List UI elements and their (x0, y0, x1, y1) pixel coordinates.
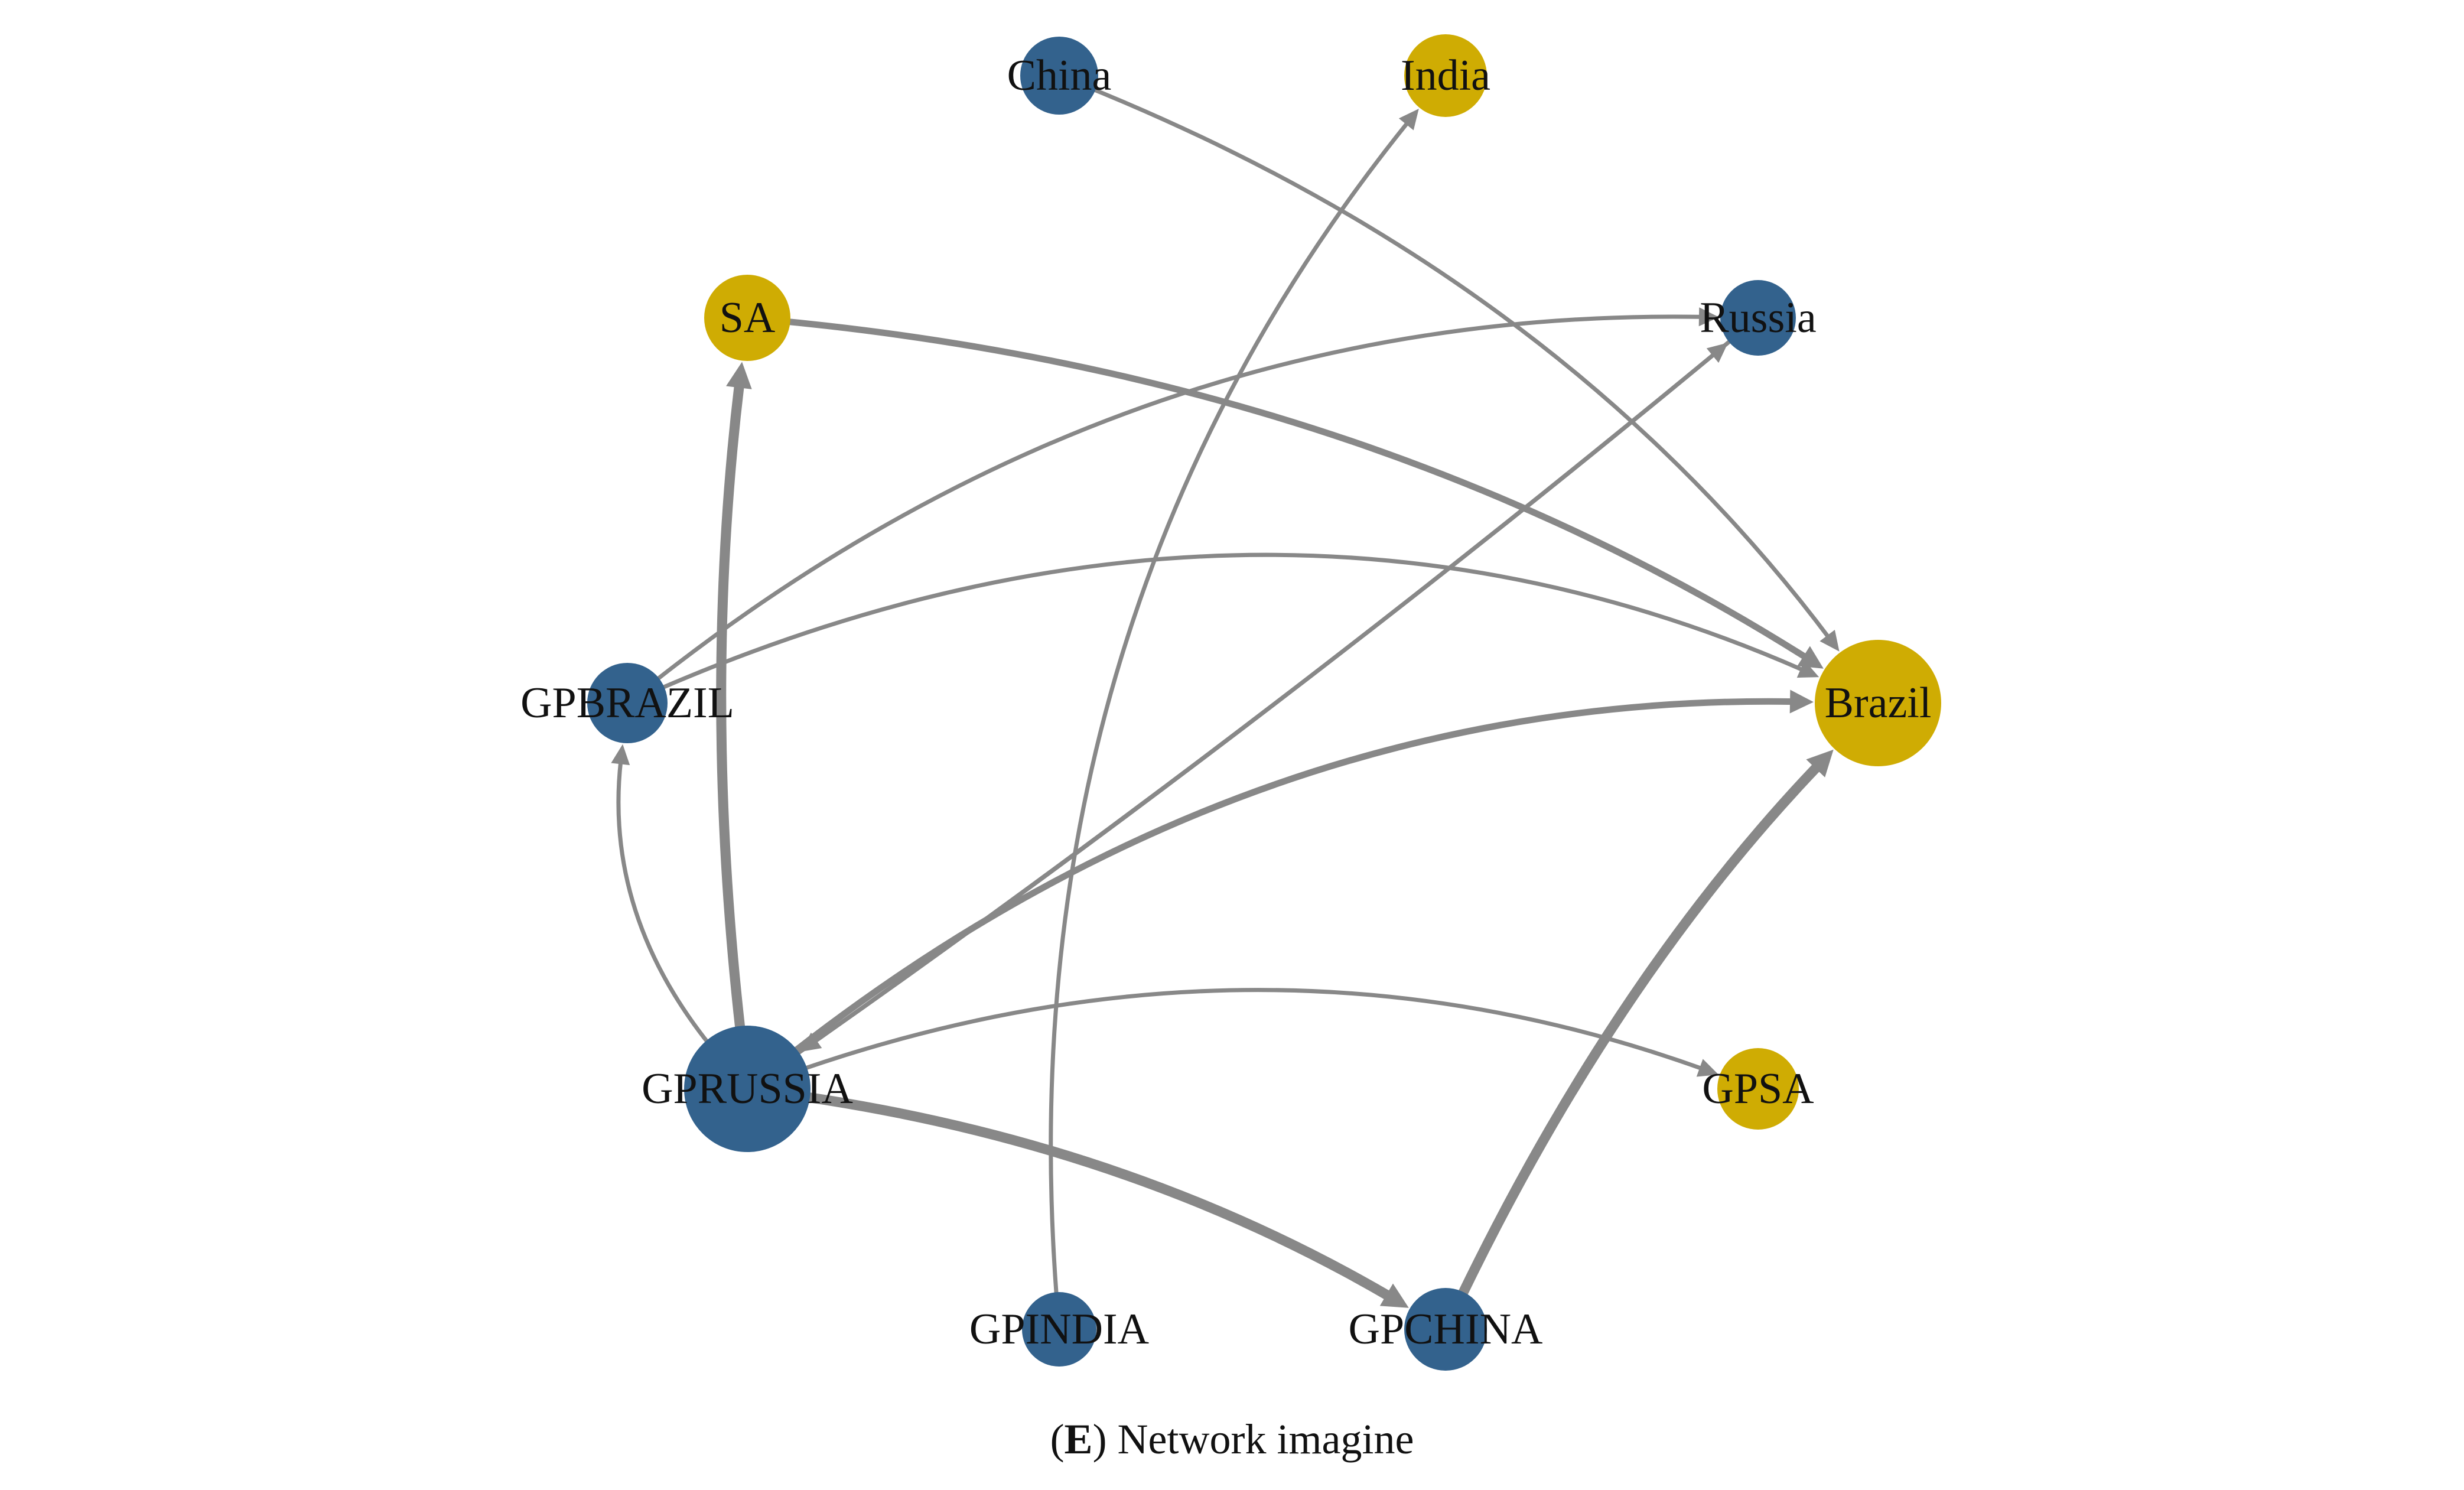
node-label: GPSA (1702, 1065, 1814, 1113)
node-brazil: Brazil (1815, 640, 1941, 766)
edge-arrowhead (1379, 1283, 1409, 1308)
figure-caption: (E) Network imagine (0, 1415, 2464, 1464)
edge-china-to-brazil (1077, 82, 1840, 652)
node-circle (684, 1026, 811, 1152)
edge-gprussia-to-gpchina (776, 1088, 1409, 1308)
node-label: India (1401, 51, 1490, 100)
caption-panel-letter: E (1064, 1416, 1093, 1463)
caption-text: ) Network imagine (1092, 1416, 1414, 1463)
edge-arrowhead (611, 744, 630, 766)
edge-gpchina-to-brazil (1450, 749, 1834, 1314)
edge-line (777, 988, 1706, 1079)
edge-gpindia-to-india (1049, 109, 1419, 1311)
edge-arrowhead (1398, 109, 1419, 131)
edge-gprussia-to-gpbrazil (611, 744, 727, 1065)
edge-gprussia-to-sa (716, 362, 752, 1060)
node-gpsa: GPSA (1702, 1048, 1814, 1130)
edge-arrowhead (1789, 689, 1814, 714)
caption-open-paren: ( (1050, 1416, 1065, 1463)
edge-line (811, 328, 1744, 1045)
node-circle (587, 663, 668, 743)
edge-line (776, 1088, 1396, 1303)
node-circle (1717, 1048, 1799, 1130)
edge-line (1450, 759, 1824, 1314)
node-circle (1020, 37, 1098, 115)
node-china: China (1007, 37, 1112, 115)
edge-arrowhead (1819, 630, 1840, 652)
edge-line (642, 314, 1705, 692)
edge-line (771, 698, 1798, 1071)
edge-gpbrazil-to-brazil (645, 552, 1819, 697)
edge-arrowhead (726, 362, 752, 389)
node-circle (1720, 280, 1796, 356)
node-label: GPINDIA (969, 1305, 1149, 1354)
node-circle (1022, 1292, 1096, 1367)
edge-line (716, 377, 748, 1060)
node-label: Russia (1700, 294, 1816, 342)
node-gprussia: GPRUSSIA (642, 1026, 853, 1152)
edge-line (767, 317, 1811, 662)
edge-line (616, 758, 727, 1065)
edge-russia-to-gprussia (800, 328, 1744, 1052)
edge-line (1049, 119, 1411, 1311)
node-circle (704, 275, 790, 361)
edge-arrowhead (1796, 660, 1819, 678)
node-russia: Russia (1700, 280, 1817, 356)
node-label: GPCHINA (1349, 1305, 1543, 1354)
edge-arrowhead (1698, 307, 1719, 327)
edge-line (645, 552, 1807, 697)
node-gpindia: GPINDIA (969, 1292, 1149, 1367)
node-circle (1815, 640, 1941, 766)
edge-gprussia-to-gpsa (777, 988, 1719, 1079)
node-label: China (1007, 51, 1112, 100)
edge-arrowhead (1806, 749, 1834, 777)
edge-arrowhead (1696, 1059, 1719, 1077)
node-label: SA (720, 294, 776, 342)
node-sa: SA (704, 275, 790, 361)
edge-arrowhead (800, 1032, 822, 1052)
node-label: GPBRAZIL (520, 679, 734, 727)
node-gpchina: GPCHINA (1349, 1288, 1543, 1371)
node-label: GPRUSSIA (642, 1065, 853, 1113)
node-circle (1404, 1288, 1487, 1371)
edge-line (1077, 82, 1832, 641)
node-gpbrazil: GPBRAZIL (520, 663, 734, 743)
edge-gpbrazil-to-russia (642, 307, 1719, 692)
node-label: Brazil (1825, 679, 1932, 727)
node-india: India (1401, 34, 1490, 117)
edge-gprussia-to-brazil (771, 689, 1814, 1071)
node-circle (1404, 34, 1487, 117)
edges-layer (611, 82, 1840, 1314)
